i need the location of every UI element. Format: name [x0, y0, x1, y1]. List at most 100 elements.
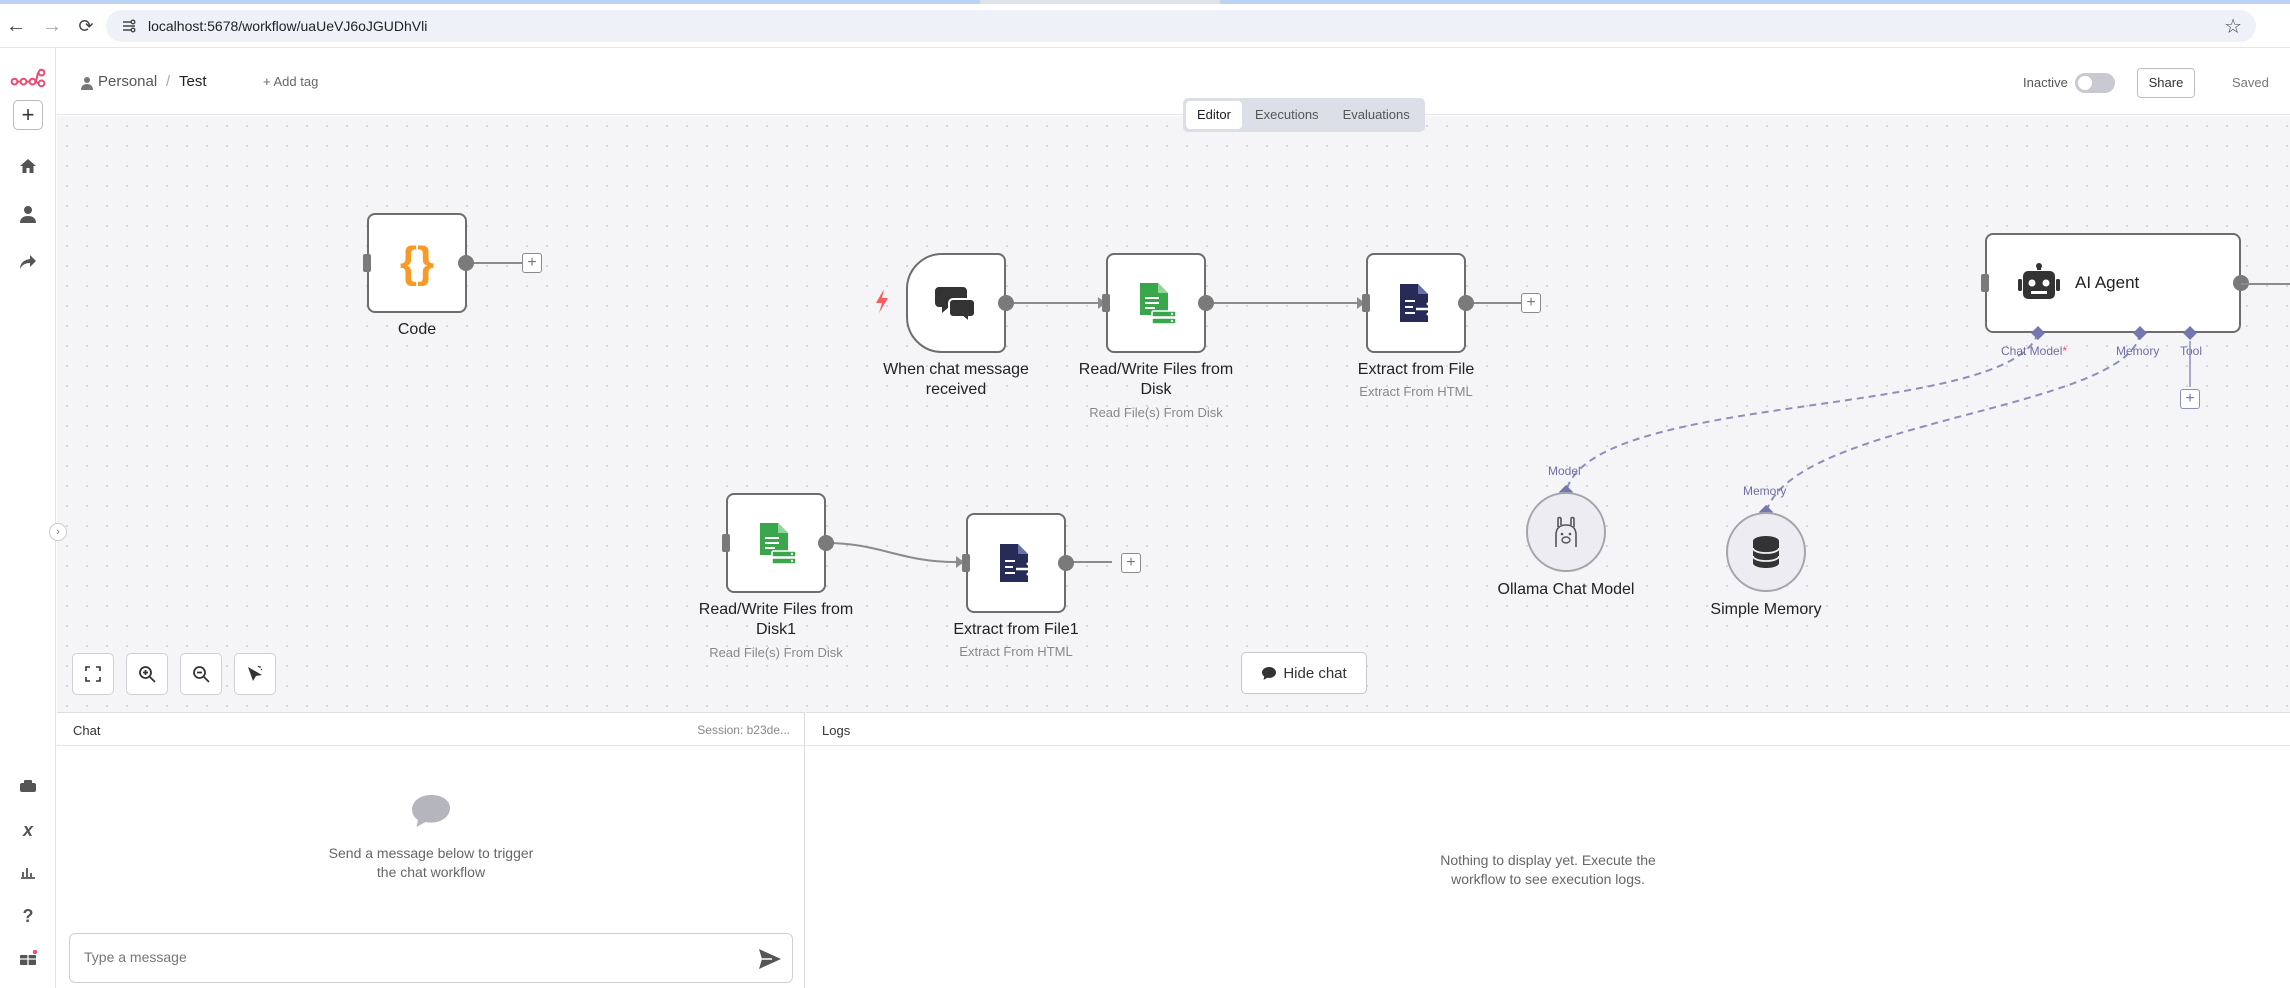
node-extract-from-file[interactable] [1366, 253, 1466, 353]
file-disk-icon [760, 523, 797, 565]
zoom-out-icon [193, 666, 210, 683]
forward-icon[interactable]: → [42, 15, 62, 37]
node-ollama-label: Ollama Chat Model [1497, 581, 1635, 598]
extract-input-port[interactable] [1362, 294, 1370, 312]
node-code-label: Code [397, 321, 437, 338]
n8n-logo-icon[interactable] [10, 60, 46, 96]
extract-1-input-port[interactable] [962, 554, 970, 572]
bookmark-star-icon[interactable]: ☆ [2224, 16, 2242, 38]
agent-tool-port[interactable] [2182, 325, 2198, 341]
chat-empty-icon [412, 795, 450, 827]
memory-port-label: Memory [1743, 484, 1787, 498]
zoom-out-button[interactable] [180, 653, 222, 695]
active-toggle[interactable] [2075, 73, 2115, 93]
extract-file-icon [1000, 544, 1035, 582]
agent-input-port[interactable] [1981, 274, 1989, 292]
tab-evaluations[interactable]: Evaluations [1342, 107, 1410, 122]
workflow-name[interactable]: Test [179, 73, 207, 90]
chat-message-input[interactable] [84, 949, 724, 965]
site-info-icon[interactable] [120, 17, 138, 35]
templates-icon[interactable] [10, 768, 46, 804]
fit-view-button[interactable] [72, 653, 114, 695]
tool-connector-line [2189, 341, 2191, 387]
project-user-icon [81, 77, 93, 90]
send-icon[interactable] [758, 948, 782, 970]
ollama-port-label: Model [1548, 464, 1581, 478]
hide-chat-label: Hide chat [1283, 664, 1347, 682]
extract-add-node-button[interactable]: + [1521, 293, 1541, 313]
node-ollama-chat-model[interactable] [1526, 492, 1606, 572]
help-icon[interactable]: ? [22, 905, 34, 926]
node-extract-label: Extract from File [1357, 361, 1475, 378]
browser-tab-strip [0, 0, 2290, 4]
fit-view-icon [85, 666, 101, 682]
agent-output-connection [2241, 283, 2290, 285]
extract-1-add-node-button[interactable]: + [1121, 553, 1141, 573]
read-write-1-output-port[interactable] [818, 535, 834, 551]
node-simple-memory[interactable] [1726, 512, 1806, 592]
node-code[interactable]: {} [367, 213, 467, 313]
zoom-in-button[interactable] [126, 653, 168, 695]
zoom-in-icon [139, 666, 156, 683]
node-extract-subtitle: Extract From HTML [1359, 384, 1473, 399]
node-read-write-1-subtitle: Read File(s) From Disk [709, 645, 843, 660]
tidy-up-icon [248, 665, 263, 681]
share-button[interactable]: Share [2137, 68, 2195, 98]
agent-memory-label: Memory [2116, 344, 2160, 358]
node-read-write-files-1[interactable] [726, 493, 826, 593]
add-tag-link[interactable]: + Add tag [263, 74, 319, 89]
code-add-node-button[interactable]: + [522, 253, 542, 273]
home-icon[interactable] [10, 148, 46, 184]
code-output-port[interactable] [458, 255, 474, 271]
insights-icon[interactable] [10, 854, 46, 890]
trigger-bolt-icon [876, 289, 888, 313]
whats-new-icon[interactable] [10, 940, 46, 976]
read-write-1-input-port[interactable] [722, 534, 730, 552]
read-write-input-port[interactable] [1102, 294, 1110, 312]
robot-icon [2018, 263, 2060, 299]
url-text: localhost:5678/workflow/uaUeVJ6oJGUDhVli [148, 18, 428, 34]
node-chat-trigger[interactable] [906, 253, 1006, 353]
agent-add-tool-button[interactable]: + [2180, 389, 2200, 409]
tidy-up-button[interactable] [234, 653, 276, 695]
node-ai-agent[interactable]: AI Agent [1985, 233, 2241, 333]
breadcrumb-project[interactable]: Personal [98, 73, 158, 90]
extract-1-output-port[interactable] [1058, 555, 1074, 571]
chat-panel-header: Chat Session: b23de... [57, 713, 804, 746]
file-disk-icon [1140, 283, 1177, 325]
chat-session-id[interactable]: Session: b23de... [697, 723, 790, 737]
agent-chat-model-port[interactable] [2030, 325, 2046, 341]
reload-icon[interactable]: ⟳ [78, 16, 94, 36]
agent-chat-model-label: Chat Model* [2001, 344, 2068, 358]
node-read-write-subtitle: Read File(s) From Disk [1089, 405, 1223, 420]
hide-chat-button[interactable]: Hide chat [1241, 652, 1367, 694]
node-read-write-files[interactable] [1106, 253, 1206, 353]
node-extract-from-file-1[interactable] [966, 513, 1066, 613]
variables-icon[interactable]: x [22, 819, 33, 840]
node-extract-1-subtitle: Extract From HTML [959, 644, 1073, 659]
shared-icon[interactable] [10, 244, 46, 280]
chat-input-box [69, 933, 793, 983]
add-workflow-button[interactable]: + [13, 100, 43, 130]
tab-executions[interactable]: Executions [1254, 107, 1319, 122]
back-icon[interactable]: ← [6, 15, 26, 37]
address-bar[interactable]: localhost:5678/workflow/uaUeVJ6oJGUDhVli… [106, 10, 2256, 42]
breadcrumb-separator: / [166, 73, 171, 90]
code-input-port[interactable] [363, 254, 371, 272]
tab-editor[interactable]: Editor [1186, 101, 1242, 129]
workflow-header: Personal / Test + Add tag Inactive Share… [57, 48, 2290, 115]
agent-memory-port[interactable] [2132, 325, 2148, 341]
expand-sidebar-icon[interactable]: › [49, 523, 67, 541]
ollama-llama-icon [1555, 516, 1577, 547]
personal-icon[interactable] [10, 196, 46, 232]
saved-status: Saved [2232, 75, 2269, 90]
chat-panel: Chat Session: b23de... Send a message be… [57, 712, 805, 988]
chat-trigger-output-port[interactable] [998, 295, 1014, 311]
browser-toolbar: ← → ⟳ localhost:5678/workflow/uaUeVJ6oJG… [0, 4, 2290, 48]
read-write-output-port[interactable] [1198, 295, 1214, 311]
logs-panel-title: Logs [822, 723, 851, 738]
extract-output-port[interactable] [1458, 295, 1474, 311]
